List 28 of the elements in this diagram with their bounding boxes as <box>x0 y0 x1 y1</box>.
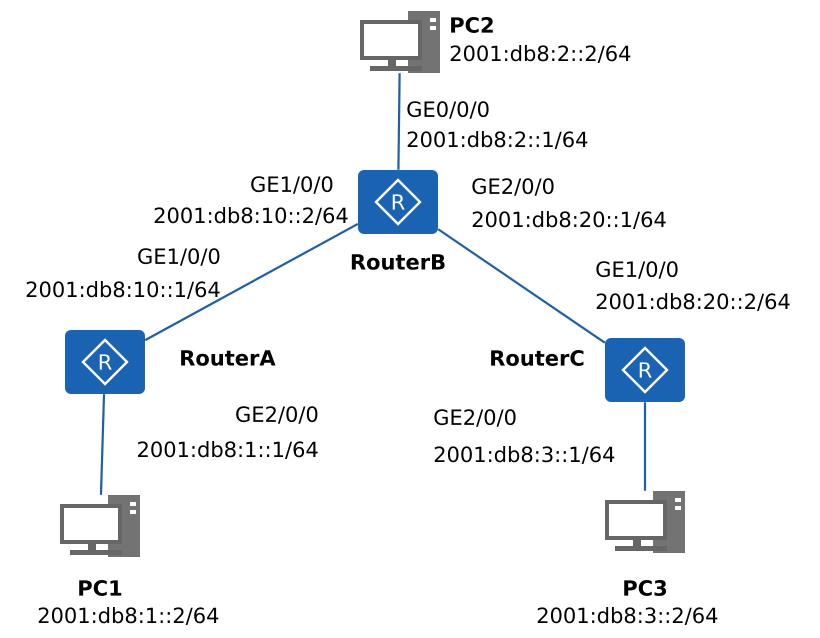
interface-label: 2001:db8:10::1/64 <box>26 281 220 299</box>
interface-label: GE2/0/0 <box>236 406 318 424</box>
link-line <box>144 222 358 342</box>
computer-icon <box>360 11 440 73</box>
interface-label: 2001:db8:10::2/64 <box>154 207 348 225</box>
device-name: PC2 <box>451 17 493 33</box>
device-name: RouterA <box>181 350 276 366</box>
interface-label: GE1/0/0 <box>251 176 332 194</box>
computer-icon <box>60 495 140 557</box>
interface-label: 2001:db8:20::1/64 <box>472 211 666 229</box>
interface-label: 2001:db8:3::1/64 <box>434 446 614 464</box>
ip-address: 2001:db8:1::2/64 <box>38 607 218 625</box>
link-line <box>644 402 646 491</box>
interface-label: GE2/0/0 <box>434 409 516 427</box>
interface-label: 2001:db8:20::2/64 <box>596 293 790 311</box>
device-name: PC1 <box>79 580 122 596</box>
ip-address: 2001:db8:3::2/64 <box>538 607 718 625</box>
ip-address: 2001:db8:2::2/64 <box>450 45 630 63</box>
device-name: RouterC <box>491 350 584 366</box>
link-line <box>438 228 606 344</box>
device-name: PC3 <box>624 580 666 596</box>
interface-label: GE2/0/0 <box>472 178 554 196</box>
computer-icon <box>605 491 685 553</box>
device-name: RouterB <box>352 254 445 270</box>
link-line <box>397 73 401 170</box>
interface-label: GE0/0/0 <box>407 101 489 119</box>
link-line <box>100 394 106 495</box>
interface-label: 2001:db8:1::1/64 <box>138 441 318 459</box>
